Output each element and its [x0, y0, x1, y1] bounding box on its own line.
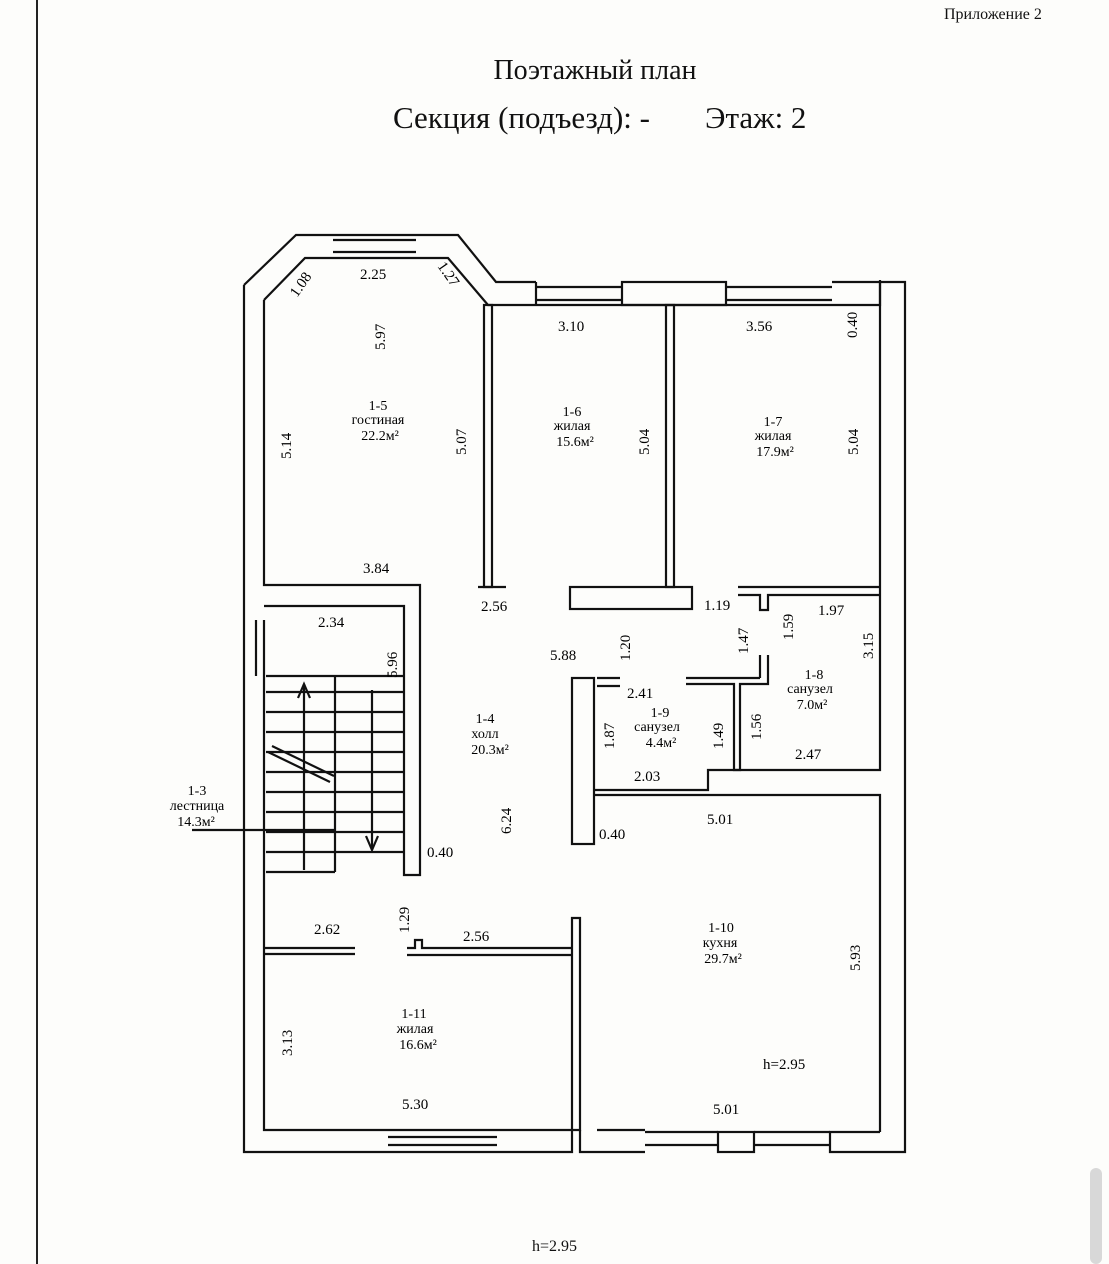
dimension-label: 1.59: [781, 614, 797, 640]
room-1-8-number: 1-8: [805, 668, 824, 683]
dimension-label: 5.01: [713, 1102, 739, 1118]
scrollbar-thumb[interactable]: [1090, 1168, 1102, 1264]
room-1-3-number: 1-3: [188, 784, 207, 799]
page-title: Поэтажный план: [493, 55, 697, 86]
room-1-7-name: жилая: [754, 429, 792, 444]
dimension-label: 5.93: [848, 945, 864, 971]
dimension-label: 6.24: [499, 807, 515, 834]
dimension-label: 5.97: [373, 323, 389, 350]
room-1-6-number: 1-6: [563, 405, 582, 420]
dimension-label: 2.56: [481, 599, 508, 615]
room-1-11-area: 16.6м²: [399, 1038, 437, 1053]
page-edge-line: [36, 0, 38, 1264]
dimension-label: 2.62: [314, 922, 340, 938]
section-label: Секция (подъезд): -: [393, 100, 650, 135]
partition: [594, 768, 740, 792]
room-1-8-area: 7.0м²: [797, 698, 828, 713]
dimension-label: 1.08: [287, 270, 315, 301]
partition: [570, 676, 596, 846]
dimension-label: 1.27: [434, 259, 462, 290]
floor-label: Этаж: 2: [705, 100, 807, 135]
dimension-label: 0.40: [845, 312, 861, 338]
dimension-label: 3.10: [558, 319, 584, 335]
room-1-8-name: санузел: [787, 682, 833, 697]
outer-wall: [243, 233, 333, 286]
dimension-label: 5.07: [454, 428, 470, 455]
dimension-label: 5.96: [385, 651, 401, 678]
dimension-label: 3.84: [363, 561, 390, 577]
room-1-11-name: жилая: [396, 1022, 434, 1037]
dimension-label: 1.87: [602, 722, 618, 749]
room-1-4-area: 20.3м²: [471, 743, 509, 758]
room-1-10-number: 1-10: [708, 921, 734, 936]
partition: [664, 303, 676, 589]
dimension-label: 2.34: [318, 615, 345, 631]
room-1-9-number: 1-9: [651, 706, 670, 721]
footer-height-label: h=2.95: [532, 1238, 578, 1255]
stair-arrow-head: [364, 835, 380, 853]
outer-wall: [740, 305, 882, 772]
room-1-9-name: санузел: [634, 720, 680, 735]
dimension-label: 1.97: [818, 603, 845, 619]
room-1-5-number: 1-5: [369, 399, 388, 414]
outer-wall: [242, 676, 388, 1154]
dimension-label: 1.49: [711, 723, 727, 749]
partition: [482, 303, 494, 589]
outer-wall: [416, 233, 536, 284]
dimension-label: 1.20: [618, 635, 634, 661]
room-1-3-area: 14.3м²: [177, 815, 215, 830]
wall-pier: [716, 1130, 756, 1154]
dimension-label: 0.40: [427, 845, 453, 861]
dimension-label: 5.30: [402, 1097, 428, 1113]
dimension-label: 5.01: [707, 812, 733, 828]
dimension-label: 2.47: [795, 747, 822, 763]
room-1-6-name: жилая: [553, 419, 591, 434]
outer-wall: [828, 280, 907, 1154]
dimension-label: 1.19: [704, 598, 730, 614]
dimension-label: 3.13: [280, 1030, 296, 1056]
inner-height-label: h=2.95: [763, 1057, 805, 1073]
stair-break: [271, 745, 335, 777]
room-1-5-area: 22.2м²: [361, 429, 399, 444]
stair-arrow-head: [296, 681, 312, 699]
wall-pier: [620, 280, 728, 307]
dimension-label: 2.41: [627, 686, 653, 702]
dimension-label: 5.88: [550, 648, 576, 664]
dimension-label: 1.47: [736, 627, 752, 654]
dimension-label: 2.03: [634, 769, 660, 785]
dimension-label: 2.56: [463, 929, 490, 945]
dimension-label: 0.40: [599, 827, 625, 843]
appendix-label: Приложение 2: [944, 6, 1042, 23]
outer-wall: [262, 676, 388, 1132]
room-1-5-name: гостиная: [352, 413, 405, 428]
outer-wall: [497, 916, 582, 1154]
room-1-10-name: кухня: [703, 936, 738, 951]
partition: [407, 938, 572, 950]
dimension-label: 2.25: [360, 267, 386, 283]
partition: [738, 593, 880, 612]
outer-wall: [578, 1130, 645, 1154]
room-1-4-name: холл: [471, 727, 498, 742]
dimension-label: 3.56: [746, 319, 773, 335]
room-1-9-area: 4.4м²: [646, 736, 677, 751]
room-1-3-name: лестница: [170, 799, 225, 814]
room-1-6-area: 15.6м²: [556, 435, 594, 450]
outer-wall: [262, 300, 422, 877]
room-1-7-area: 17.9м²: [756, 445, 794, 460]
partition: [568, 585, 694, 611]
partition: [594, 793, 882, 1132]
dimension-label: 3.15: [861, 633, 877, 659]
outer-wall: [263, 256, 333, 301]
room-1-4-number: 1-4: [476, 712, 495, 727]
dimension-label: 5.04: [846, 428, 862, 455]
dimension-label: 1.29: [397, 907, 413, 933]
dimension-label: 5.14: [279, 432, 295, 459]
room-1-7-number: 1-7: [764, 415, 783, 430]
room-1-11-number: 1-11: [401, 1007, 426, 1022]
dimension-label: 1.56: [749, 713, 765, 740]
dimension-label: 5.04: [637, 428, 653, 455]
room-1-10-area: 29.7м²: [704, 952, 742, 967]
stair-break: [267, 751, 331, 783]
